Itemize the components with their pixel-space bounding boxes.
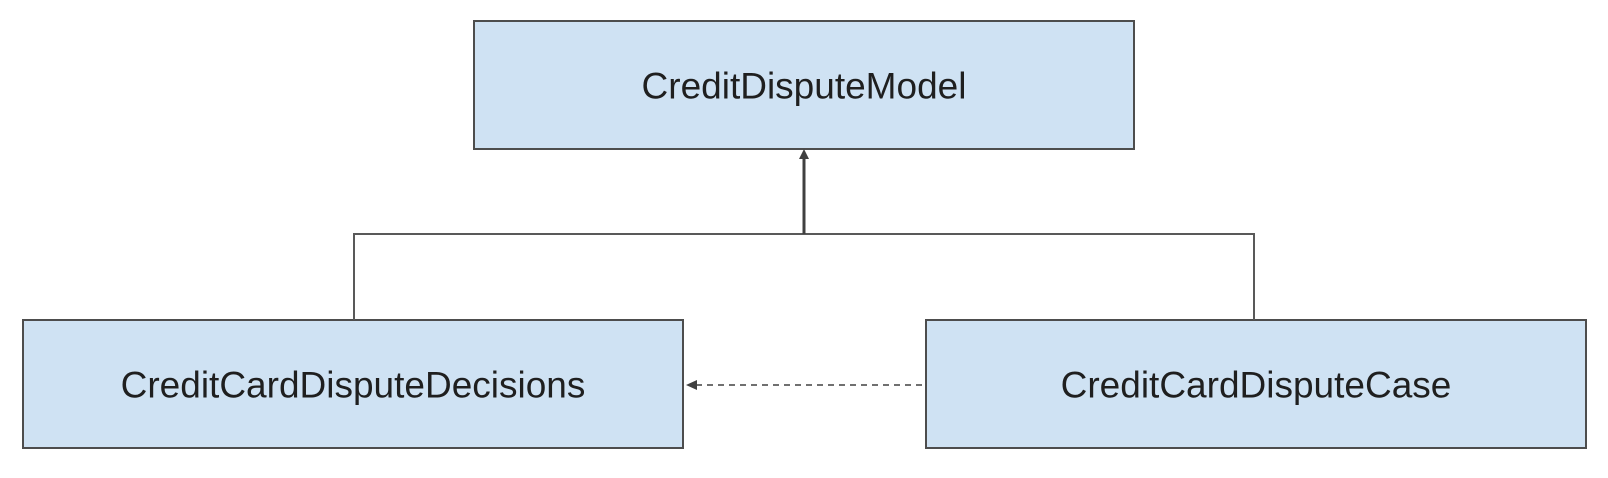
- node-credit-card-dispute-case[interactable]: CreditCardDisputeCase: [925, 319, 1587, 449]
- node-credit-card-dispute-decisions-label: CreditCardDisputeDecisions: [121, 365, 586, 406]
- node-credit-card-dispute-decisions-box: [22, 319, 684, 449]
- node-credit-dispute-model-box: [473, 20, 1135, 150]
- node-credit-dispute-model[interactable]: CreditDisputeModel: [473, 20, 1135, 150]
- node-credit-dispute-model-label: CreditDisputeModel: [642, 66, 967, 107]
- dependency-arrowhead: [686, 380, 697, 390]
- node-credit-card-dispute-case-label: CreditCardDisputeCase: [1061, 365, 1452, 406]
- inheritance-connector-branches: [353, 233, 1255, 320]
- node-credit-card-dispute-decisions[interactable]: CreditCardDisputeDecisions: [22, 319, 684, 449]
- inheritance-arrowhead: [799, 149, 809, 159]
- node-credit-card-dispute-case-box: [925, 319, 1587, 449]
